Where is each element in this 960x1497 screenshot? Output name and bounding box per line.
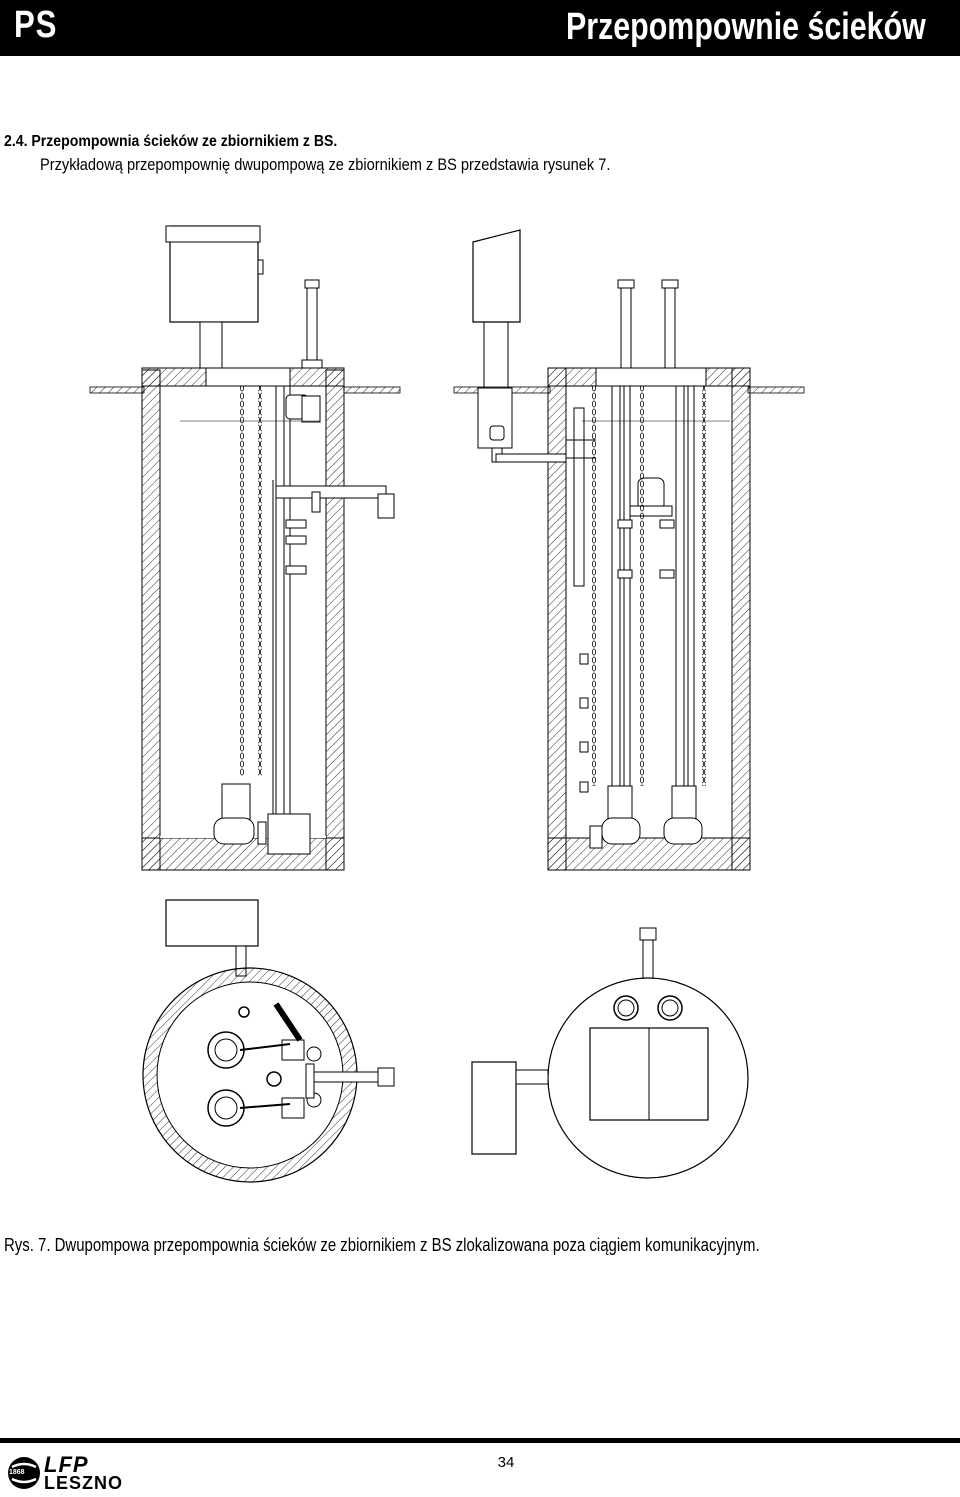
logo-text-leszno: LESZNO [44,1473,124,1493]
figure-caption: Rys. 7. Dwupompowa przepompownia ścieków… [4,1235,760,1255]
right-plan-view [471,927,749,1179]
page-number: 34 [497,1454,515,1471]
footer-rule [0,1438,960,1443]
logo-year: 1868 [9,1469,25,1476]
header-code: PS [14,4,58,46]
section-title: 2.4. Przepompownia ścieków ze zbiornikie… [4,133,338,150]
intro-paragraph: Przykładową przepompownię dwupompową ze … [40,155,611,174]
lfp-logo-icon [8,1457,40,1489]
logo-text-lfp: LFP [44,1452,89,1477]
header-title: Przepompownie ścieków [566,6,926,48]
left-plan-view [142,899,395,1183]
page-header: PS Przepompownie ścieków [0,0,960,56]
right-section-view [453,229,805,871]
left-section-view [89,225,401,871]
